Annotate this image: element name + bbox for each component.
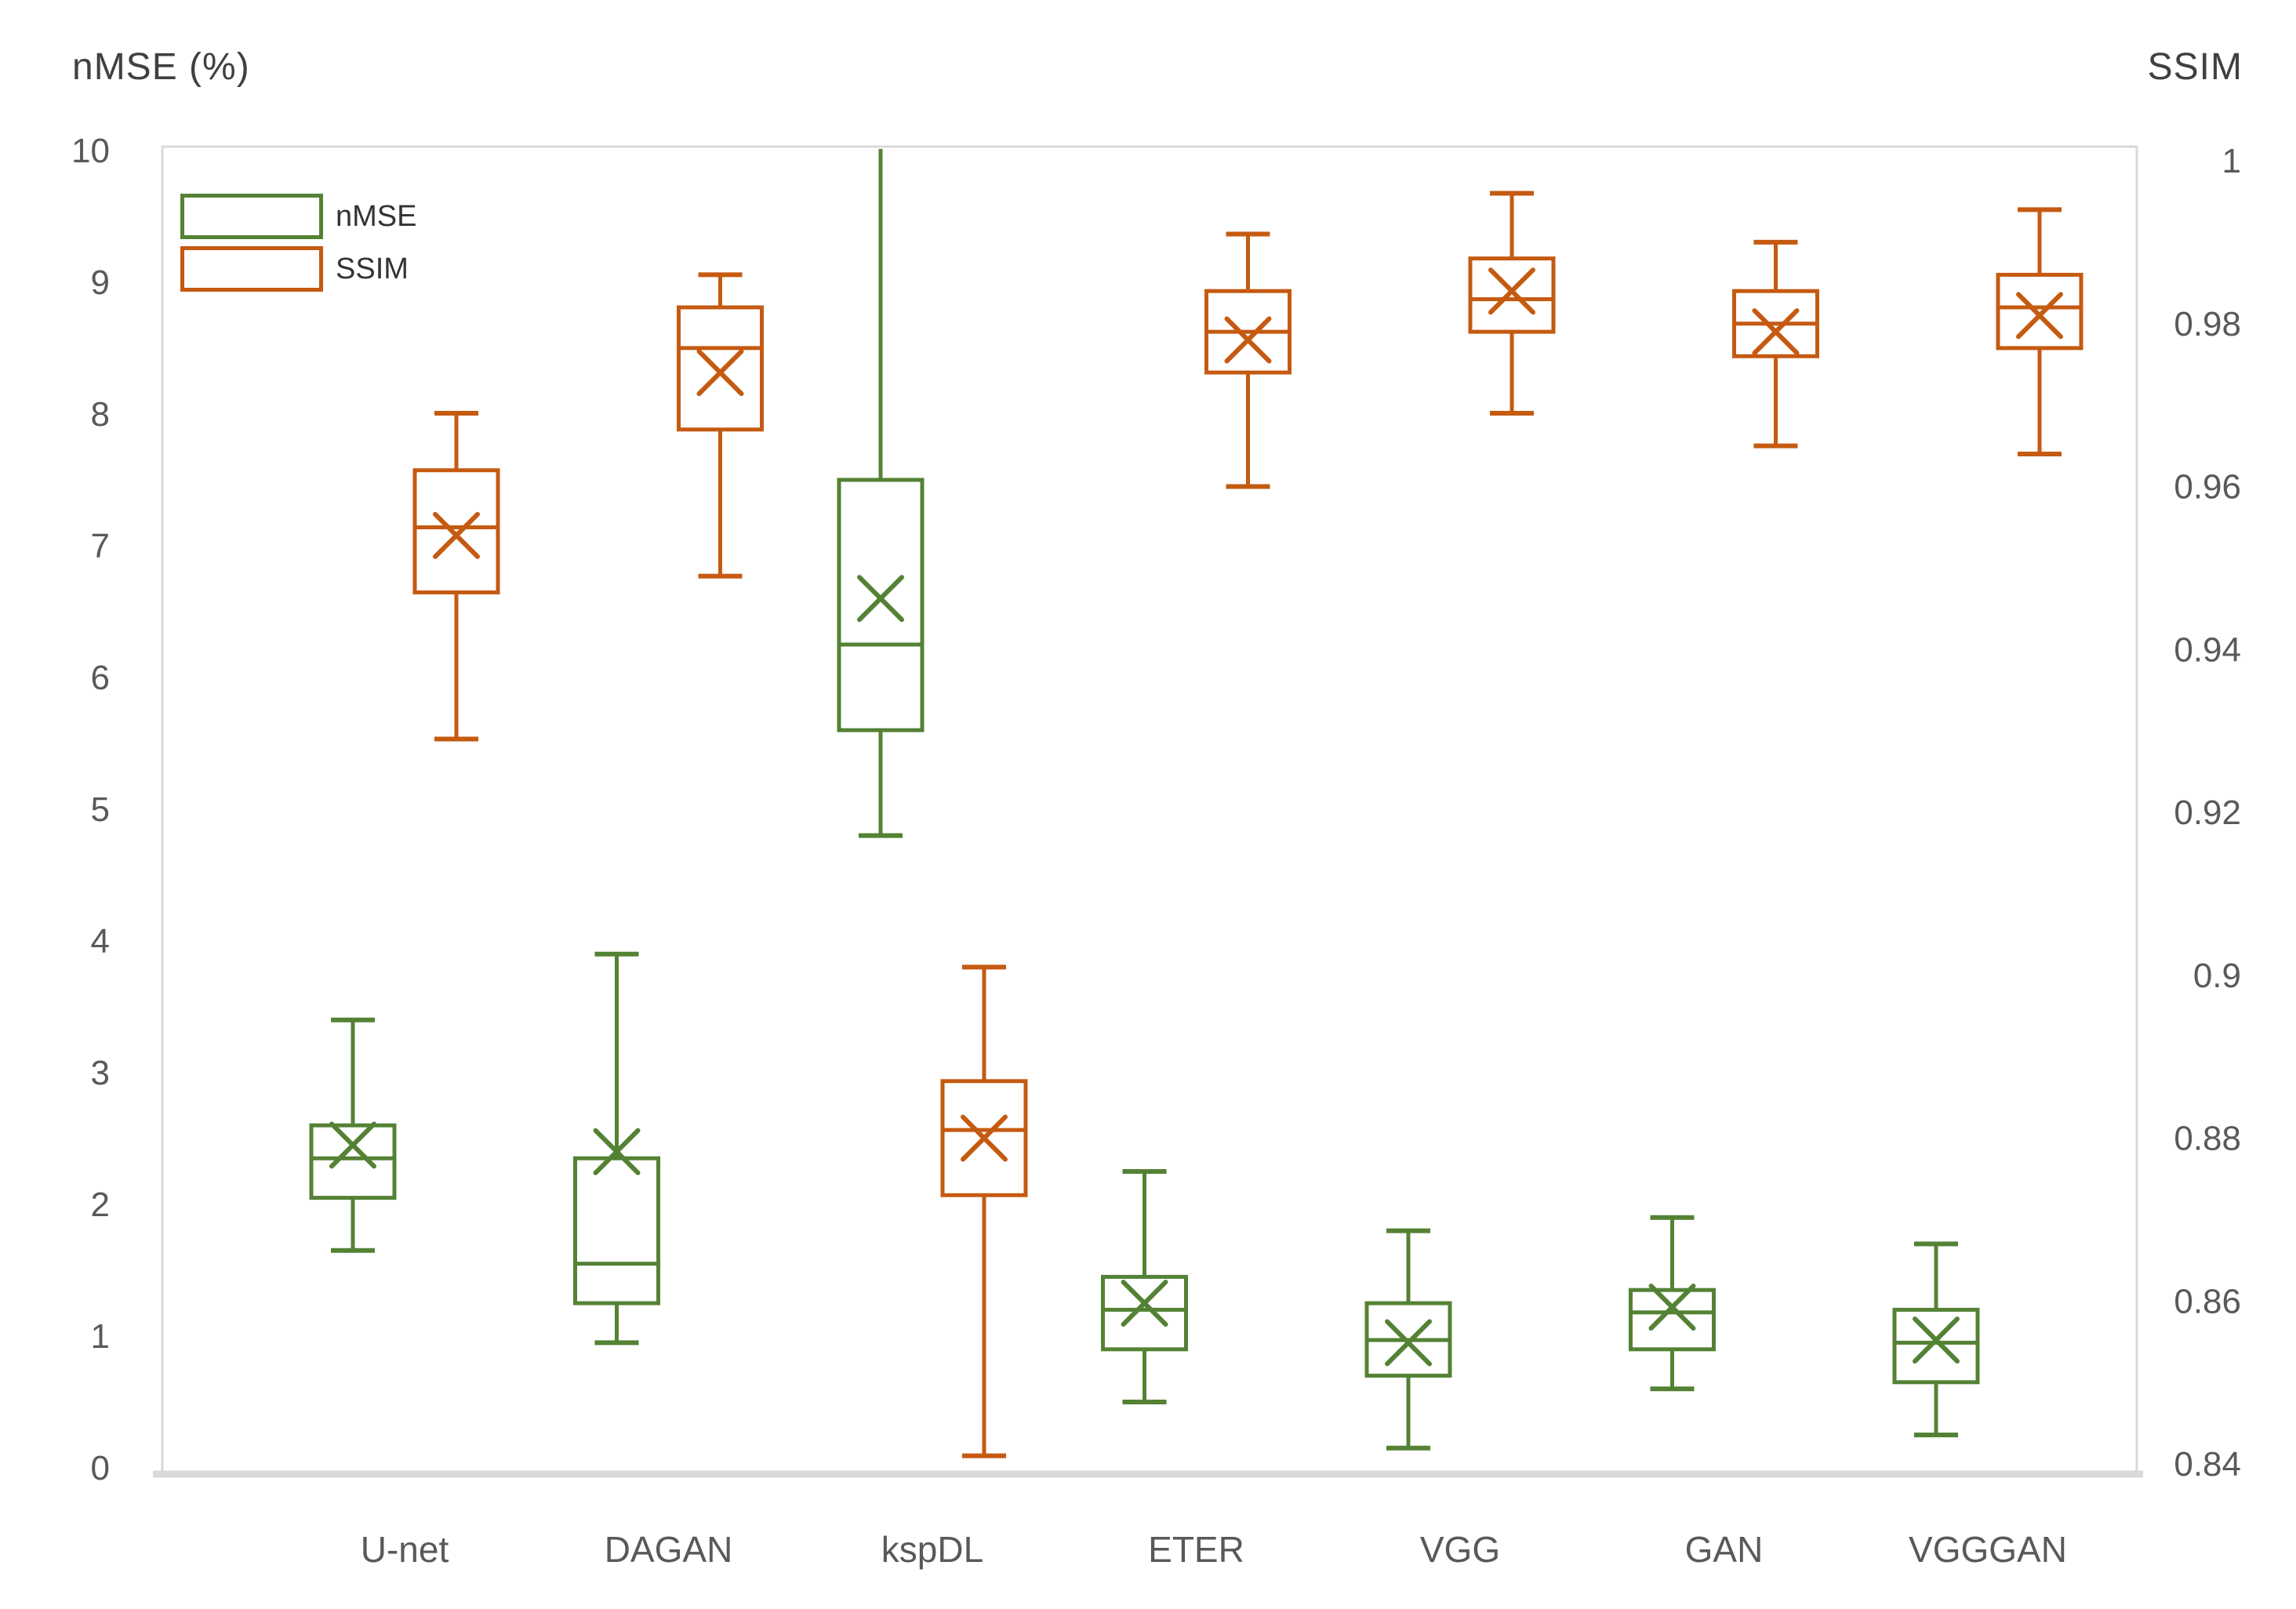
iqr-box (1468, 256, 1556, 334)
mean-x-marker (1913, 1317, 1960, 1364)
left-tick-label: 7 (91, 527, 110, 565)
mean-x-marker (696, 349, 744, 397)
left-tick-label: 0 (91, 1449, 110, 1487)
mean-x-marker (1752, 308, 1800, 356)
iqr-box (309, 1123, 397, 1200)
left-tick-label: 3 (91, 1054, 110, 1092)
nmse-legend-swatch (180, 194, 323, 239)
left-axis-title: nMSE (%) (72, 46, 250, 88)
mean-x-marker (1488, 267, 1535, 315)
right-tick-label: 0.94 (2174, 630, 2241, 669)
boxplot-ssim-dagan (677, 272, 764, 579)
iqr-box (1892, 1307, 1980, 1385)
left-tick-label: 4 (91, 922, 110, 961)
boxplot-ssim-vgg (1468, 191, 1556, 416)
boxplot-nmse-gan (1629, 1215, 1716, 1392)
mean-x-marker (593, 1128, 641, 1175)
ssim-legend-label: SSIM (336, 252, 409, 285)
plot-area-border (161, 145, 2138, 1474)
boxplot-nmse-dagan (573, 951, 660, 1346)
category-label: U-net (361, 1529, 449, 1570)
ssim-legend-swatch (180, 246, 323, 292)
left-tick-label: 8 (91, 395, 110, 434)
category-label: DAGAN (605, 1529, 733, 1570)
category-label: GAN (1685, 1529, 1764, 1570)
category-label: kspDL (881, 1529, 983, 1570)
mean-x-marker (857, 575, 904, 623)
mean-x-marker (329, 1121, 376, 1169)
right-tick-label: 0.88 (2174, 1120, 2241, 1158)
boxplot-nmse-u-net (309, 1017, 397, 1253)
boxplot-ssim-eter (1204, 231, 1292, 489)
legend: nMSE SSIM (180, 194, 416, 292)
left-tick-label: 5 (91, 790, 110, 829)
boxplot-ssim-u-net (412, 411, 500, 742)
right-tick-label: 0.84 (2174, 1445, 2241, 1484)
legend-item-nmse: nMSE (180, 194, 416, 239)
legend-item-ssim: SSIM (180, 246, 416, 292)
mean-x-marker (1385, 1319, 1432, 1367)
left-tick-label: 9 (91, 263, 110, 302)
right-tick-label: 0.92 (2174, 794, 2241, 832)
right-tick-label: 0.98 (2174, 305, 2241, 343)
mean-x-marker (1224, 316, 1272, 364)
iqr-box (1996, 272, 2083, 350)
left-tick-label: 6 (91, 659, 110, 697)
boxplot-nmse-vgggan (1892, 1241, 1980, 1437)
nmse-legend-label: nMSE (336, 200, 417, 233)
iqr-box (573, 1156, 660, 1306)
category-label: VGG (1420, 1529, 1500, 1570)
boxplot-ssim-vgggan (1996, 207, 2083, 456)
left-tick-label: 1 (91, 1317, 110, 1356)
iqr-box (677, 305, 764, 432)
right-tick-label: 0.86 (2174, 1282, 2241, 1320)
category-label: VGGGAN (1909, 1529, 2067, 1570)
mean-x-marker (2016, 292, 2063, 340)
category-label: ETER (1148, 1529, 1244, 1570)
iqr-box (412, 468, 500, 595)
boxplot-nmse-eter (1101, 1169, 1188, 1404)
left-tick-label: 10 (71, 132, 110, 170)
mean-x-marker (961, 1114, 1008, 1162)
iqr-box (1629, 1288, 1716, 1352)
left-tick-label: 2 (91, 1186, 110, 1224)
right-axis-title: SSIM (2147, 46, 2243, 88)
boxplot-nmse-vgg (1364, 1228, 1452, 1451)
mean-x-marker (1648, 1284, 1696, 1331)
iqr-box (1101, 1274, 1188, 1352)
mean-x-marker (1121, 1280, 1168, 1327)
boxplot-nmse-kspdl (837, 149, 925, 838)
boxplot-ssim-kspdl (940, 964, 1028, 1458)
boxplot-ssim-gan (1732, 239, 1819, 449)
right-tick-label: 0.9 (2193, 957, 2241, 995)
mean-x-marker (433, 511, 480, 559)
right-tick-label: 1 (2222, 142, 2241, 180)
right-tick-label: 0.96 (2174, 468, 2241, 507)
iqr-box (837, 478, 925, 732)
